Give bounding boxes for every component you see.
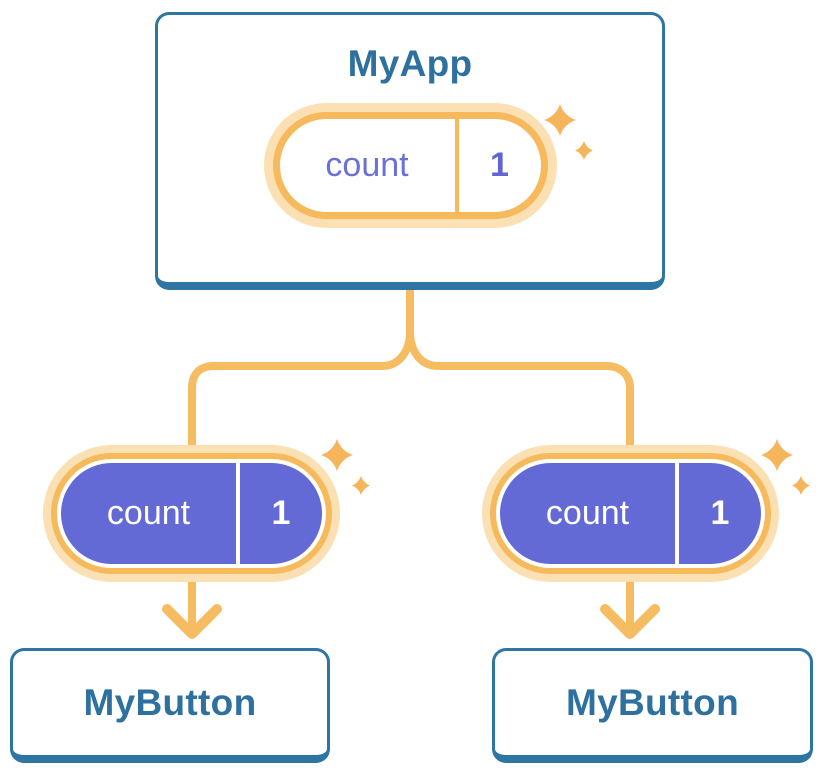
mybutton-node-left: MyButton [10, 648, 330, 763]
state-pill-body: count 1 [61, 463, 322, 564]
state-pill: count 1 [482, 445, 779, 582]
state-pill-ring: count 1 [272, 112, 548, 219]
pill-divider [675, 463, 679, 564]
state-pill-body: count 1 [279, 119, 541, 212]
state-name-label: count [325, 146, 409, 184]
state-pill: count 1 [43, 445, 340, 582]
pill-divider [236, 463, 240, 564]
node-title: MyButton [83, 682, 257, 723]
state-pill-gap: count 1 [57, 459, 326, 568]
state-pill-body: count 1 [500, 463, 761, 564]
mybutton-node-right: MyButton [492, 648, 813, 763]
state-pill-ring: count 1 [490, 453, 771, 574]
sparkle-icon [544, 104, 593, 160]
pill-divider [454, 119, 459, 212]
branch-lines [188, 288, 634, 452]
state-value: 1 [490, 146, 509, 184]
state-value: 1 [271, 494, 291, 532]
node-title: MyButton [566, 682, 739, 723]
state-value: 1 [710, 494, 730, 532]
state-pill-ring: count 1 [51, 453, 332, 574]
sparkle-icon [321, 439, 370, 495]
state-name-label: count [545, 494, 630, 532]
state-name-label: count [106, 494, 191, 532]
node-title: MyApp [347, 43, 473, 84]
state-pill-gap: count 1 [496, 459, 765, 568]
state-pill: count 1 [263, 103, 557, 228]
sparkle-icon [761, 439, 810, 495]
